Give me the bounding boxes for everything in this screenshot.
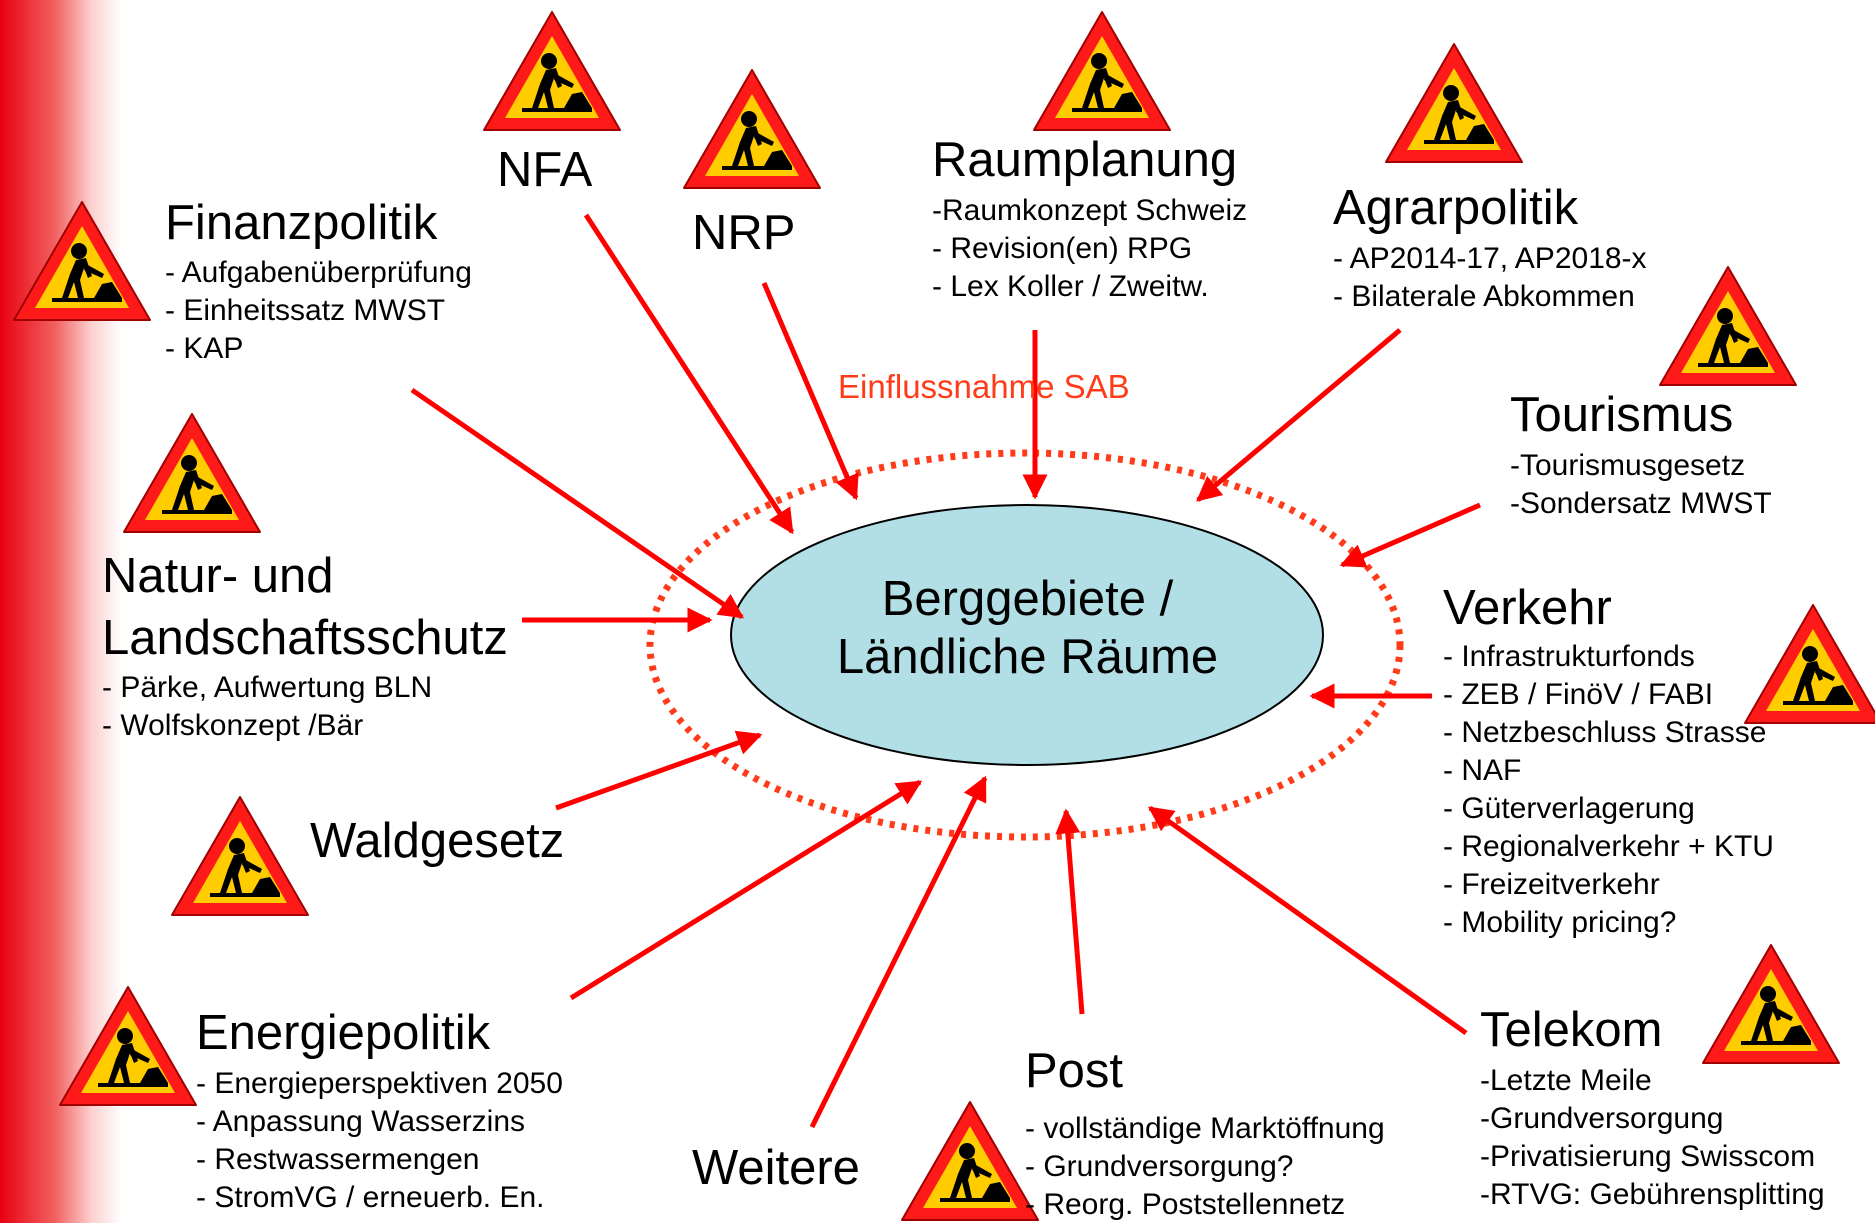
construction-sign-icon: [13, 201, 151, 321]
natur-title-line1: Natur- und: [102, 549, 334, 603]
verkehr-items: - Infrastrukturfonds - ZEB / FinöV / FAB…: [1443, 638, 1774, 942]
list-item: -Letzte Meile: [1480, 1064, 1652, 1097]
list-item: - NAF: [1443, 754, 1522, 787]
list-item: - Revision(en) RPG: [932, 232, 1193, 265]
arrows: [410, 213, 1481, 1129]
list-item: - Reorg. Poststellennetz: [1025, 1188, 1346, 1221]
weitere-title: Weitere: [692, 1141, 860, 1195]
finanzpolitik-title: Finanzpolitik: [165, 196, 438, 250]
nrp-title: NRP: [692, 206, 796, 260]
raumplanung-items: -Raumkonzept Schweiz - Revision(en) RPG …: [932, 192, 1247, 306]
telekom-items: -Letzte Meile -Grundversorgung -Privatis…: [1480, 1062, 1825, 1214]
list-item: -Privatisierung Swisscom: [1480, 1140, 1816, 1173]
verkehr-title: Verkehr: [1443, 581, 1612, 635]
list-item: - vollständige Marktöffnung: [1025, 1112, 1385, 1145]
arrow-nfa: [583, 213, 795, 535]
center-ellipse: [730, 504, 1324, 766]
agrarpolitik-items: - AP2014-17, AP2018-x - Bilaterale Abkom…: [1333, 240, 1647, 316]
list-item: -Grundversorgung: [1480, 1102, 1724, 1135]
list-item: - Wolfskonzept /Bär: [102, 709, 364, 742]
natur-items: - Pärke, Aufwertung BLN - Wolfskonzept /…: [102, 669, 432, 745]
arrow-finanzpolitik: [410, 387, 745, 620]
arrow-post: [1055, 808, 1085, 1015]
post-items: - vollständige Marktöffnung - Grundverso…: [1025, 1110, 1385, 1224]
list-item: - Lex Koller / Zweitw.: [932, 270, 1209, 303]
arrow-tourismus: [1339, 502, 1481, 568]
list-item: -Tourismusgesetz: [1510, 449, 1746, 482]
list-item: - ZEB / FinöV / FABI: [1443, 678, 1714, 711]
list-item: - StromVG / erneuerb. En.: [196, 1181, 545, 1214]
red-gradient-sidebar: [0, 0, 122, 1223]
list-item: - Energieperspektiven 2050: [196, 1067, 563, 1100]
telekom-title: Telekom: [1480, 1003, 1663, 1057]
construction-sign-icon: [483, 11, 621, 131]
arrow-agrarpolitik: [1196, 328, 1402, 502]
center-label-line1: Berggebiete /: [881, 572, 1174, 626]
list-item: - Infrastrukturfonds: [1443, 640, 1695, 673]
list-item: - Güterverlagerung: [1443, 792, 1695, 825]
construction-sign-icon: [171, 796, 309, 916]
construction-sign-icon: [123, 413, 261, 533]
construction-sign-icon: [1385, 43, 1523, 163]
post-title: Post: [1025, 1044, 1124, 1098]
list-item: - Pärke, Aufwertung BLN: [102, 671, 433, 704]
list-item: - Regionalverkehr + KTU: [1443, 830, 1774, 863]
influence-ring: [646, 449, 1404, 841]
energiepolitik-title: Energiepolitik: [196, 1006, 491, 1060]
list-item: -RTVG: Gebührensplitting: [1480, 1178, 1825, 1211]
construction-sign-icon: [1702, 944, 1840, 1064]
center-label-line2: Ländliche Räume: [836, 630, 1219, 684]
construction-sign-icon: [59, 986, 197, 1106]
list-item: - Aufgabenüberprüfung: [165, 256, 472, 289]
list-item: - AP2014-17, AP2018-x: [1333, 242, 1647, 275]
nfa-title: NFA: [497, 143, 593, 197]
tourismus-items: -Tourismusgesetz -Sondersatz MWST: [1510, 447, 1772, 523]
tourismus-title: Tourismus: [1510, 388, 1734, 442]
construction-sign-icon: [901, 1101, 1039, 1221]
arrow-telekom: [1147, 805, 1468, 1036]
construction-sign-icon: [683, 69, 821, 189]
list-item: - Mobility pricing?: [1443, 906, 1677, 939]
arrow-nrp: [761, 282, 859, 501]
construction-sign-icon: [1033, 11, 1171, 131]
arrow-weitere: [809, 775, 988, 1129]
list-item: - Anpassung Wasserzins: [196, 1105, 526, 1138]
list-item: - Grundversorgung?: [1025, 1150, 1294, 1183]
center-label: Berggebiete / Ländliche Räume: [730, 570, 1325, 686]
list-item: - Einheitssatz MWST: [165, 294, 446, 327]
influence-label: Einflussnahme SAB: [838, 368, 1130, 405]
energiepolitik-items: - Energieperspektiven 2050 - Anpassung W…: [196, 1065, 563, 1217]
list-item: - Freizeitverkehr: [1443, 868, 1660, 901]
list-item: - Netzbeschluss Strasse: [1443, 716, 1767, 749]
natur-title-line2: Landschaftsschutz: [102, 611, 508, 665]
arrow-waldgesetz: [555, 730, 763, 811]
construction-sign-icon: [1659, 266, 1797, 386]
list-item: -Sondersatz MWST: [1510, 487, 1772, 520]
list-item: - KAP: [165, 332, 244, 365]
raumplanung-title: Raumplanung: [932, 133, 1238, 187]
agrarpolitik-title: Agrarpolitik: [1333, 181, 1579, 235]
list-item: -Raumkonzept Schweiz: [932, 194, 1248, 227]
finanzpolitik-items: - Aufgabenüberprüfung - Einheitssatz MWS…: [165, 254, 472, 368]
list-item: - Restwassermengen: [196, 1143, 480, 1176]
arrow-energiepolitik: [569, 779, 923, 1001]
waldgesetz-title: Waldgesetz: [310, 814, 565, 868]
list-item: - Bilaterale Abkommen: [1333, 280, 1635, 313]
